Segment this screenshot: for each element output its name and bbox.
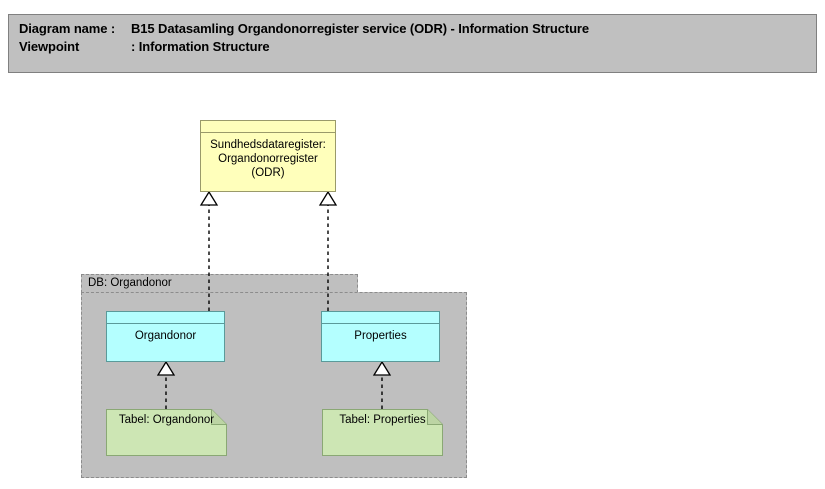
node-sundhedsdataregister-odr[interactable]: Sundhedsdataregister: Organdonorregister… bbox=[200, 120, 336, 192]
diagram-name-line: Diagram name : B15 Datasamling Organdonor… bbox=[19, 20, 816, 38]
node-tabel-properties[interactable]: Tabel: Properties bbox=[322, 409, 443, 456]
node-properties[interactable]: Properties bbox=[321, 311, 440, 362]
node-organdonor[interactable]: Organdonor bbox=[106, 311, 225, 362]
diagram-name-label: Diagram name : bbox=[19, 21, 116, 36]
class-compartment-bar bbox=[322, 312, 439, 324]
class-body: Sundhedsdataregister: Organdonorregister… bbox=[201, 133, 335, 180]
node-label: Sundhedsdataregister: Organdonorregister… bbox=[210, 139, 326, 179]
class-body: Properties bbox=[322, 324, 439, 343]
node-label: Tabel: Organdonor bbox=[118, 414, 215, 426]
viewpoint-line: Viewpoint : Information Structure bbox=[19, 38, 816, 56]
class-body: Organdonor bbox=[107, 324, 224, 343]
package-label: DB: Organdonor bbox=[88, 277, 172, 289]
package-tab bbox=[81, 274, 358, 293]
node-label: Organdonor bbox=[134, 330, 197, 342]
class-compartment-bar bbox=[201, 121, 335, 133]
node-tabel-organdonor[interactable]: Tabel: Organdonor bbox=[106, 409, 227, 456]
note-shape bbox=[322, 409, 443, 456]
viewpoint-label: Viewpoint bbox=[19, 39, 80, 54]
diagram-header-banner: Diagram name : B15 Datasamling Organdonor… bbox=[8, 14, 817, 73]
diagram-name-value: B15 Datasamling Organdonorregister servi… bbox=[131, 21, 590, 36]
node-label: Properties bbox=[354, 330, 407, 342]
viewpoint-value: : Information Structure bbox=[131, 39, 270, 54]
note-shape bbox=[106, 409, 227, 456]
class-compartment-bar bbox=[107, 312, 224, 324]
node-label: Tabel: Properties bbox=[339, 414, 426, 426]
